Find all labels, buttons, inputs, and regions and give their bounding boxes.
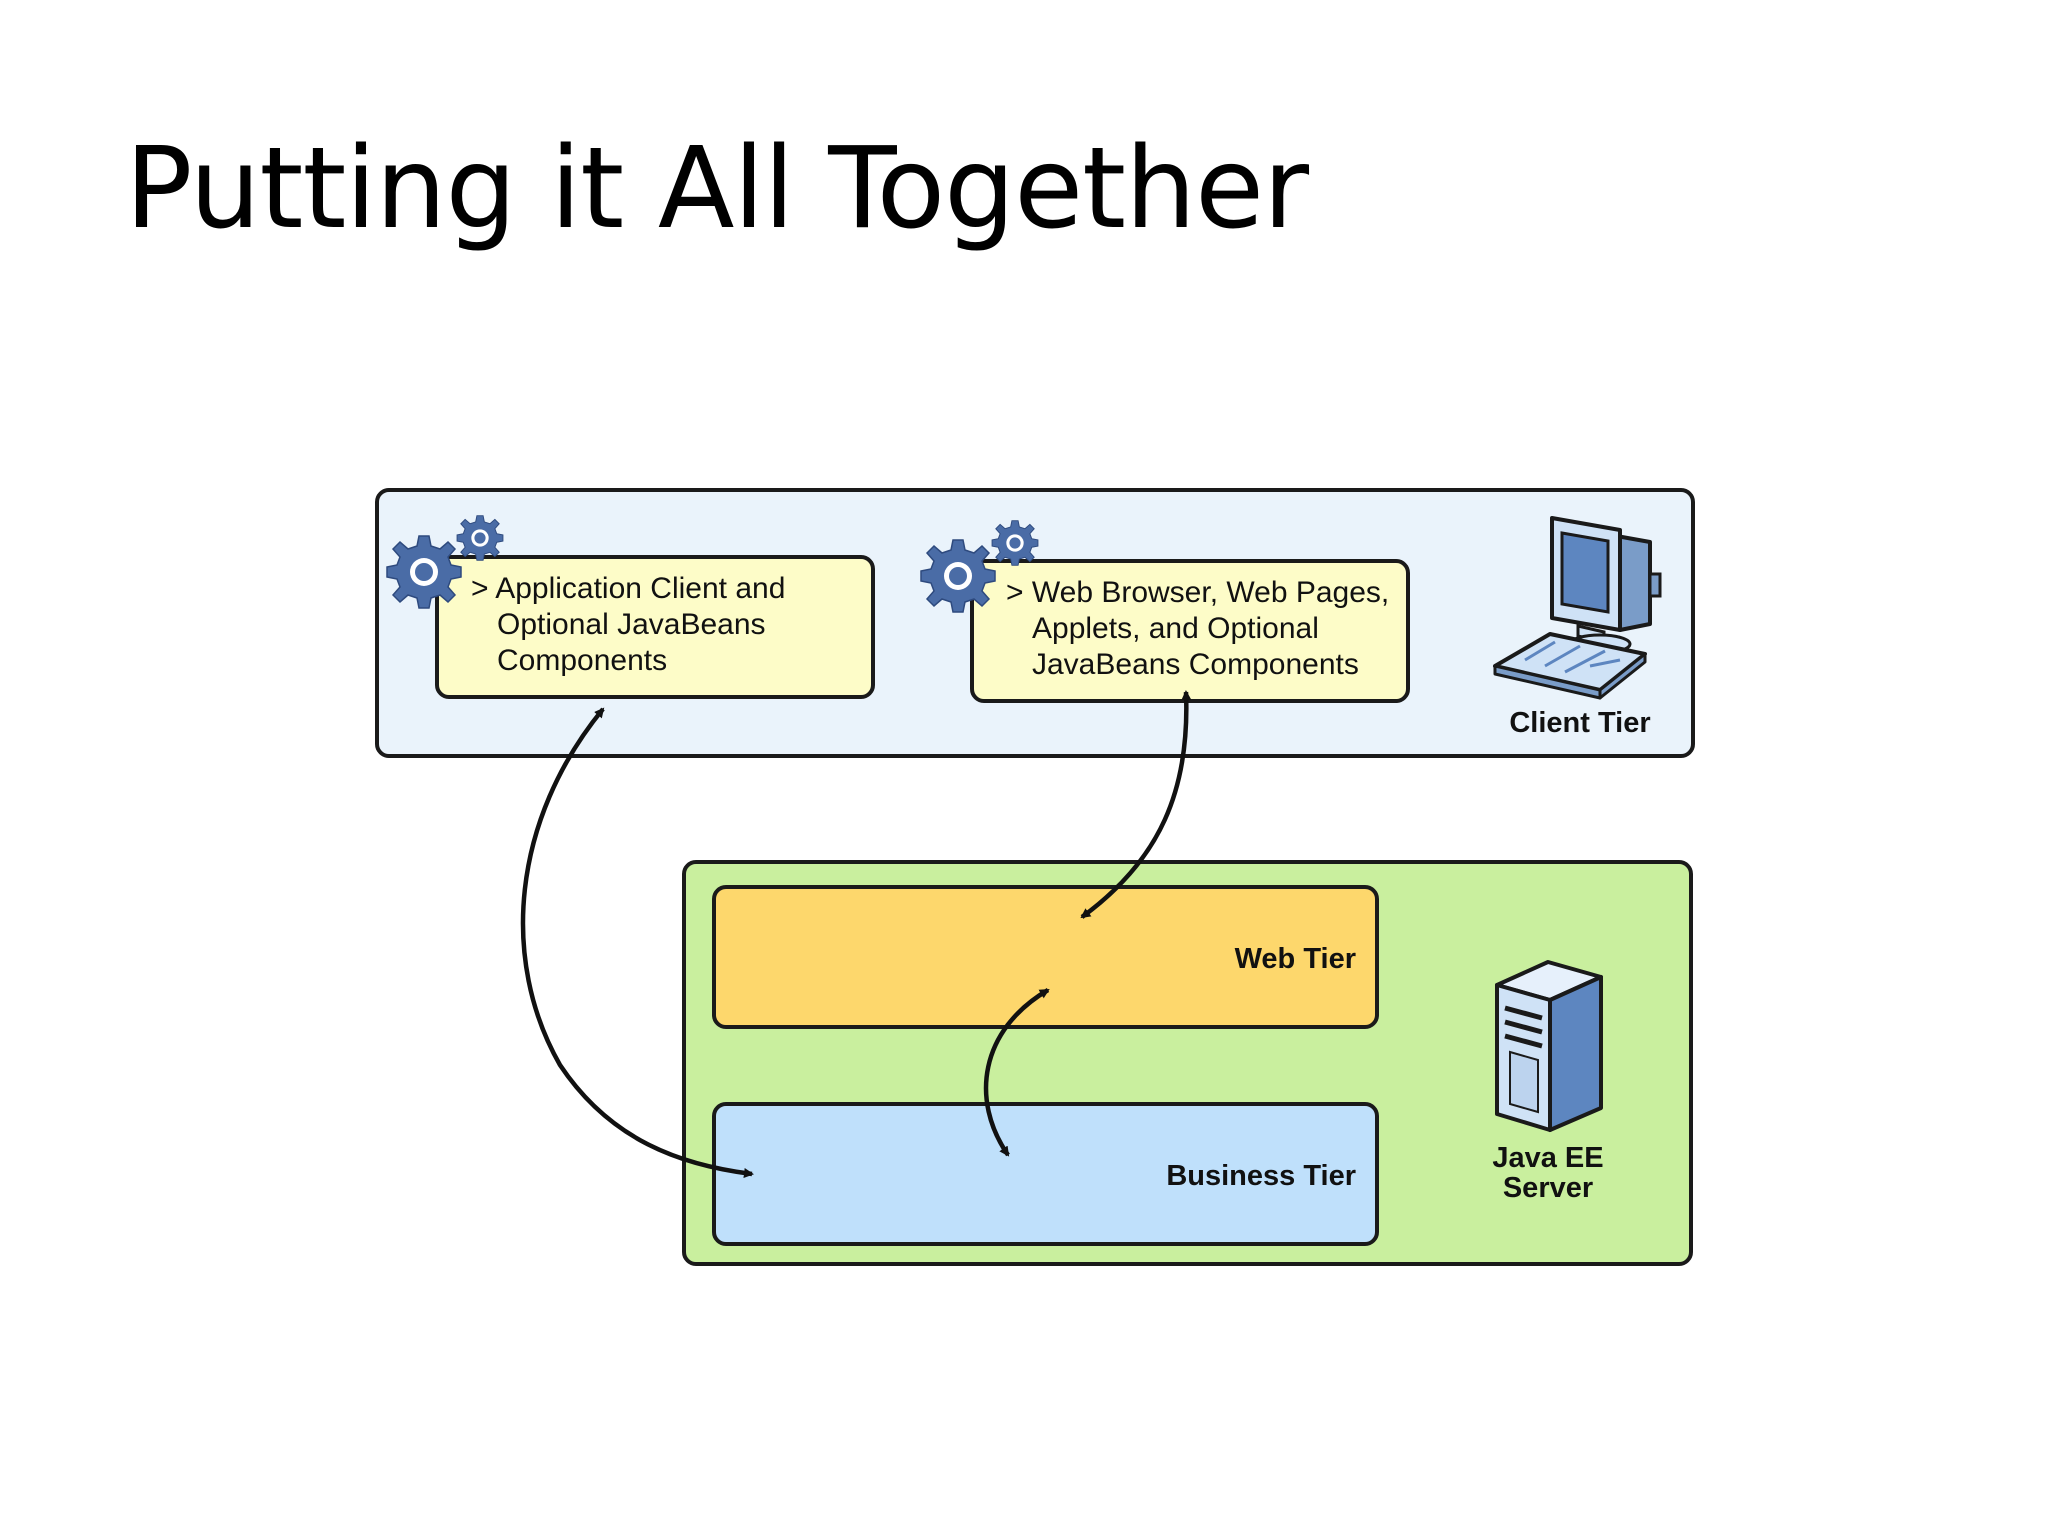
- gear-icon: [386, 535, 462, 609]
- web-browser-line-3: JavaBeans Components: [1032, 648, 1359, 681]
- web-browser-line-1: > Web Browser, Web Pages,: [1006, 576, 1389, 609]
- server-icon: [1495, 960, 1603, 1132]
- app-client-line-2: Optional JavaBeans: [497, 608, 766, 641]
- gear-icon: [456, 515, 504, 561]
- business-tier-label: Business Tier: [1166, 1160, 1356, 1192]
- web-tier-box: Web Tier: [712, 885, 1379, 1029]
- gear-icon: [920, 539, 996, 613]
- application-client-box: > Application Client and Optional JavaBe…: [435, 555, 875, 699]
- client-tier-label: Client Tier: [1509, 707, 1650, 739]
- app-client-line-1: > Application Client and: [471, 572, 785, 605]
- app-client-line-3: Components: [497, 644, 667, 677]
- web-tier-label: Web Tier: [1235, 943, 1356, 975]
- computer-icon: [1493, 516, 1662, 700]
- arrow-app-client-to-business-tier: [520, 707, 754, 1178]
- slide-title: Putting it All Together: [125, 124, 1309, 254]
- arrow-web-tier-to-business-tier: [983, 988, 1050, 1157]
- arrow-web-browser-to-web-tier: [1080, 690, 1192, 919]
- java-ee-server-label-line-1: Java EE: [1492, 1142, 1603, 1174]
- business-tier-box: Business Tier: [712, 1102, 1379, 1246]
- java-ee-server-label-line-2: Server: [1503, 1172, 1593, 1204]
- gear-icon: [991, 520, 1039, 566]
- web-browser-box: > Web Browser, Web Pages, Applets, and O…: [970, 559, 1410, 703]
- web-browser-line-2: Applets, and Optional: [1032, 612, 1319, 645]
